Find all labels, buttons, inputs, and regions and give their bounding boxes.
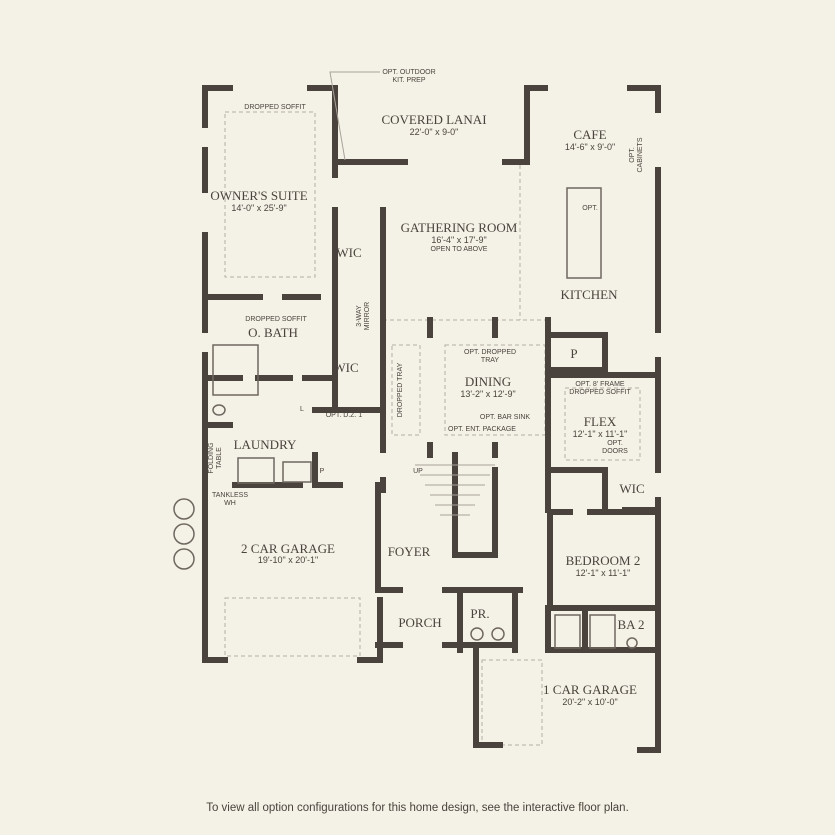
note-tankless: TANKLESS <box>212 492 248 499</box>
ac-unit-icon <box>173 498 195 520</box>
flex-soffit-outline <box>564 387 641 461</box>
note-opt-doors-2: DOORS <box>602 448 628 455</box>
note-opt-island: OPT. <box>582 205 598 212</box>
note-outdoor-kit: OPT. OUTDOOR <box>382 69 435 76</box>
powder-label: PR. <box>470 606 489 621</box>
ac-unit-icon <box>173 523 195 545</box>
pantry-label: P <box>570 346 577 361</box>
footer-note: To view all option configurations for th… <box>206 802 629 814</box>
note-opt-cabinets: OPT. <box>629 147 636 163</box>
outdoor-kit-leader <box>329 71 380 161</box>
ba2-label: BA 2 <box>617 617 644 632</box>
flex-dim: 12'-1" x 11'-1" <box>573 429 628 439</box>
note-opt-bar-sink: OPT. BAR SINK <box>480 414 531 421</box>
toilet <box>212 404 226 416</box>
laundry-label: LAUNDRY <box>234 437 297 452</box>
covered-lanai-dim: 22'-0" x 9-0" <box>410 127 459 137</box>
garage1-label: 1 CAR GARAGE <box>543 682 637 697</box>
fixtures <box>212 71 638 649</box>
garage-door-outline <box>224 597 361 657</box>
cafe-label: CAFE <box>573 127 606 142</box>
note-opt-frame: OPT. 8' FRAME <box>575 381 625 388</box>
powder-sink <box>491 627 505 641</box>
covered-lanai-label: COVERED LANAI <box>381 112 486 127</box>
cafe-dim: 14'-6" x 9'-0" <box>565 142 615 152</box>
kitchen-label: KITCHEN <box>560 287 618 302</box>
note-dropped-soffit-owner: DROPPED SOFFIT <box>244 104 306 111</box>
note-dropped-soffit-bath: DROPPED SOFFIT <box>245 316 307 323</box>
washer-dryer <box>237 457 275 484</box>
note-3way-mirror: 3-WAY <box>356 305 363 327</box>
note-up: UP <box>413 468 423 475</box>
staircase <box>415 464 495 516</box>
garage2-dim: 19'-10" x 20'-1" <box>258 555 318 565</box>
laundry-sink <box>282 461 312 483</box>
garage2-label: 2 CAR GARAGE <box>241 541 335 556</box>
walls <box>202 85 661 753</box>
ba2-shower-2 <box>589 614 616 649</box>
shower <box>212 344 259 396</box>
note-opt-frame-2: DROPPED SOFFIT <box>569 389 631 396</box>
foyer-label: FOYER <box>388 544 431 559</box>
kitchen-island <box>566 187 602 279</box>
ac-units <box>173 498 195 570</box>
ba2-sink <box>626 637 638 649</box>
garage1-door-outline <box>481 659 543 746</box>
o-bath-label: O. BATH <box>248 325 298 340</box>
wic-owner-label: WIC <box>336 245 361 260</box>
note-tankless-2: WH <box>224 500 236 507</box>
flex-label: FLEX <box>584 414 617 429</box>
dining-dim: 13'-2" x 12'-9" <box>460 389 515 399</box>
note-folding-table: FOLDING <box>208 442 215 473</box>
linen-label: L <box>300 406 304 413</box>
ba2-shower-1 <box>554 614 581 649</box>
owner-soffit-outline <box>224 111 316 278</box>
note-dropped-tray: DROPPED TRAY <box>397 362 404 417</box>
note-opt-doors: OPT. <box>607 440 623 447</box>
gathering-room-note: OPEN TO ABOVE <box>431 246 488 253</box>
dropped-tray-outline <box>391 344 421 436</box>
note-folding-table-2: TABLE <box>216 447 223 469</box>
dining-label: DINING <box>465 374 511 389</box>
note-3way-mirror-2: MIRROR <box>364 302 371 330</box>
note-opt-dropped-tray-2: TRAY <box>481 357 499 364</box>
bedroom2-label: BEDROOM 2 <box>566 553 641 568</box>
ac-unit-icon <box>173 548 195 570</box>
wic-bath-label: WIC <box>333 360 358 375</box>
laundry-pantry-label: P <box>320 468 325 475</box>
note-opt-ent-package: OPT. ENT. PACKAGE <box>448 426 516 433</box>
porch-label: PORCH <box>398 615 441 630</box>
note-outdoor-kit-2: KIT. PREP <box>392 77 425 84</box>
gathering-room-dim: 16'-4" x 17'-9" <box>431 235 486 245</box>
garage1-dim: 20'-2" x 10'-0" <box>562 697 617 707</box>
bedroom2-dim: 12'-1" x 11'-1" <box>576 568 631 578</box>
owners-suite-label: OWNER'S SUITE <box>210 188 307 203</box>
note-opt-dz: OPT. D.Z. 1 <box>326 412 363 419</box>
owners-suite-dim: 14'-0" x 25'-9" <box>231 203 286 213</box>
gathering-room-label: GATHERING ROOM <box>401 220 518 235</box>
wic-bed2-label: WIC <box>619 481 644 496</box>
powder-toilet <box>470 627 484 641</box>
dining-tray-outline <box>444 344 546 436</box>
note-opt-cabinets-2: CABINETS <box>637 137 644 172</box>
note-opt-dropped-tray: OPT. DROPPED <box>464 349 516 356</box>
